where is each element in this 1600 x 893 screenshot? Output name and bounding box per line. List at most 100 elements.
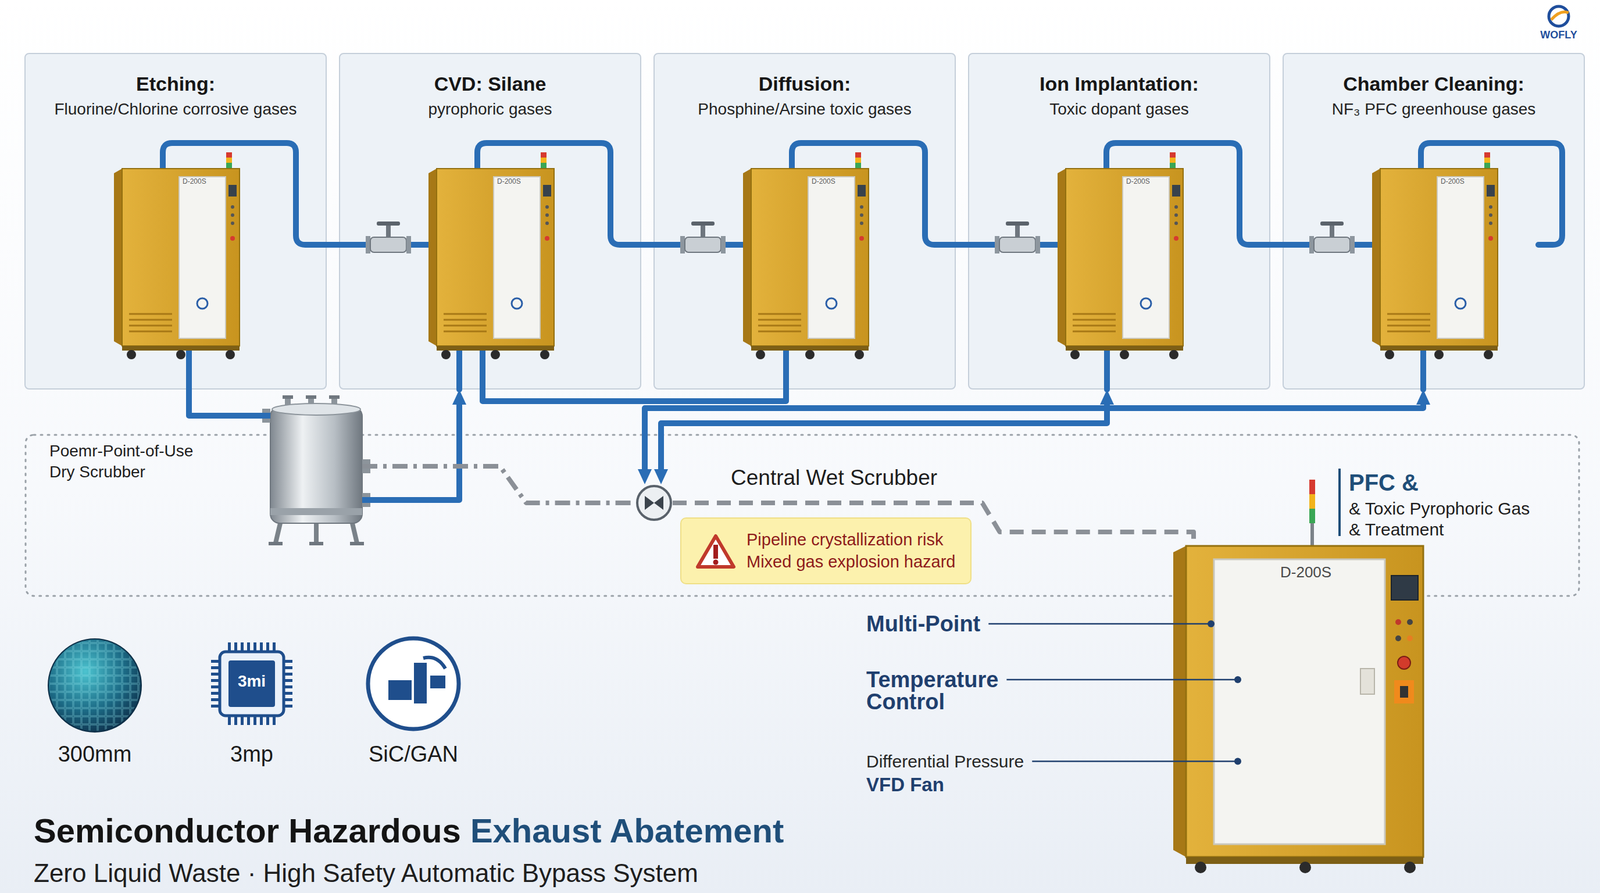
feature-label: 300mm: [58, 741, 132, 768]
abatement-cabinet-drawing: [1309, 494, 1316, 509]
dry-scrubber-tank: [275, 523, 357, 544]
pipe-valve: [680, 221, 726, 254]
panel-heading: Chamber Cleaning:: [1289, 71, 1578, 97]
callout-label: Multi-Point: [866, 611, 981, 638]
scrubber-cabinet: [113, 152, 240, 360]
chip-icon: [284, 659, 293, 709]
abatement-cabinet-drawing: [1397, 656, 1411, 670]
panel-subtitle: Phosphine/Arsine toxic gases: [660, 98, 949, 120]
abatement-cabinet-drawing: [1395, 635, 1402, 642]
model-label: D-200S: [182, 177, 207, 187]
warning-icon: [697, 536, 734, 567]
model-label: D-200S: [811, 177, 836, 187]
connector-group: [188, 244, 1424, 546]
abatement-cabinet-drawing: [1338, 468, 1341, 537]
pipe-connector: [644, 404, 1424, 470]
pipe-valve: [365, 221, 412, 254]
sic-gan-icon: [423, 657, 446, 669]
pipe-valve: [994, 221, 1041, 254]
logo-mark: [1548, 6, 1569, 27]
wafer-icon: [49, 640, 141, 731]
pipe-connector: [482, 389, 787, 402]
leader-line: [988, 623, 1212, 625]
abatement-cabinet-drawing: [1400, 686, 1409, 698]
dry-scrubber-tank: [272, 403, 361, 416]
dry-scrubber-tank: [282, 395, 294, 399]
sic-gan-icon: [388, 680, 412, 700]
model-label: D-200S: [1126, 177, 1150, 187]
abatement-cabinet-drawing: [1186, 545, 1424, 857]
chip-icon: [228, 660, 275, 707]
cabinet-subtitle: & Toxic Pyrophoric Gas & Treatment: [1348, 498, 1541, 541]
abatement-cabinet-drawing: [1394, 680, 1414, 704]
model-label: D-200S: [1280, 563, 1332, 582]
pipe-connector: [1270, 241, 1283, 248]
logo-mark: [1548, 6, 1569, 27]
leader-line: [1031, 760, 1238, 763]
scrubber-label: Poemr-Point-of-Use Dry Scrubber: [49, 440, 213, 484]
scrubber-cabinet: [1057, 152, 1184, 360]
abatement-cabinet-drawing: [1309, 508, 1316, 524]
abatement-cabinet-drawing: [1213, 559, 1385, 845]
dry-scrubber-tank: [329, 395, 340, 399]
valve-label: Central Wet Scrubber: [730, 465, 938, 491]
cabinet-heading: PFC &: [1348, 469, 1419, 496]
sic-gan-icon: [368, 638, 459, 730]
panel-subtitle: NF₃ PFC greenhouse gases: [1289, 98, 1578, 120]
callout-label: Temperature Control: [866, 668, 1019, 713]
scrubber-cabinet: [1372, 152, 1498, 360]
chip-icon: [227, 716, 277, 725]
abatement-cabinet-drawing: [1173, 468, 1424, 874]
dry-scrubber-tank: [262, 395, 371, 546]
pipe-connector: [188, 389, 271, 416]
abatement-cabinet-drawing: [1406, 619, 1413, 625]
abatement-cabinet-drawing: [1391, 575, 1419, 600]
wafer-icon: [48, 638, 142, 732]
abatement-cabinet-drawing: [1194, 861, 1207, 874]
abatement-cabinet-drawing: [1360, 668, 1375, 695]
abatement-cabinet-drawing: [1395, 619, 1402, 625]
valve-symbol: [635, 484, 673, 522]
warning-text: Mixed gas explosion hazard: [746, 551, 956, 574]
feature-label: SiC/GAN: [368, 741, 459, 768]
diagram-title: Semiconductor Hazardous Exhaust Abatemen…: [33, 811, 784, 851]
abatement-cabinet-drawing: [1173, 545, 1187, 857]
chip-marking: 3mi: [237, 672, 266, 691]
pipe-connector: [362, 404, 460, 500]
leader-line: [1006, 679, 1238, 681]
chip-icon: [219, 651, 284, 716]
valve-symbol: [644, 495, 664, 510]
dry-scrubber-tank: [270, 508, 363, 516]
abatement-cabinet-drawing: [1310, 523, 1314, 546]
panel-subtitle: Toxic dopant gases: [975, 98, 1264, 120]
sic-gan-icon: [413, 662, 427, 704]
model-label: D-200S: [1440, 177, 1465, 187]
chip-icon: [211, 659, 220, 709]
warning-icon: [695, 533, 737, 570]
dry-scrubber-tank: [305, 395, 317, 399]
exhaust-line: [672, 502, 1194, 546]
pipe-valve: [1309, 221, 1355, 254]
sic-gan-icon: [368, 638, 459, 730]
valve-junction: Central Wet Scrubber: [635, 484, 673, 522]
logo-text: WOFLY: [1540, 29, 1577, 42]
dry-scrubber-tank: [268, 541, 283, 546]
leader-dot: [1234, 758, 1242, 766]
chip-icon: [215, 646, 289, 721]
callout-label: VFD Fan: [866, 773, 945, 796]
abatement-cabinet-drawing: [1309, 479, 1316, 495]
pipe: [162, 143, 1563, 390]
dry-scrubber-tank: [350, 541, 364, 546]
warning-icon: [713, 544, 719, 559]
panel-heading: Diffusion:: [660, 71, 949, 97]
pipe-connector: [641, 241, 654, 248]
abatement-cabinet-drawing: [1299, 861, 1312, 874]
panel-heading: Etching:: [31, 71, 320, 97]
chip-icon: [227, 642, 277, 651]
leader-dot: [1234, 676, 1242, 684]
wafer-icon: [48, 638, 142, 732]
dry-scrubber-tank: [270, 406, 363, 524]
valve-symbol: [637, 486, 671, 520]
panel-subtitle: Fluorine/Chlorine corrosive gases: [31, 98, 320, 120]
scrubber-cabinet: [743, 152, 869, 360]
